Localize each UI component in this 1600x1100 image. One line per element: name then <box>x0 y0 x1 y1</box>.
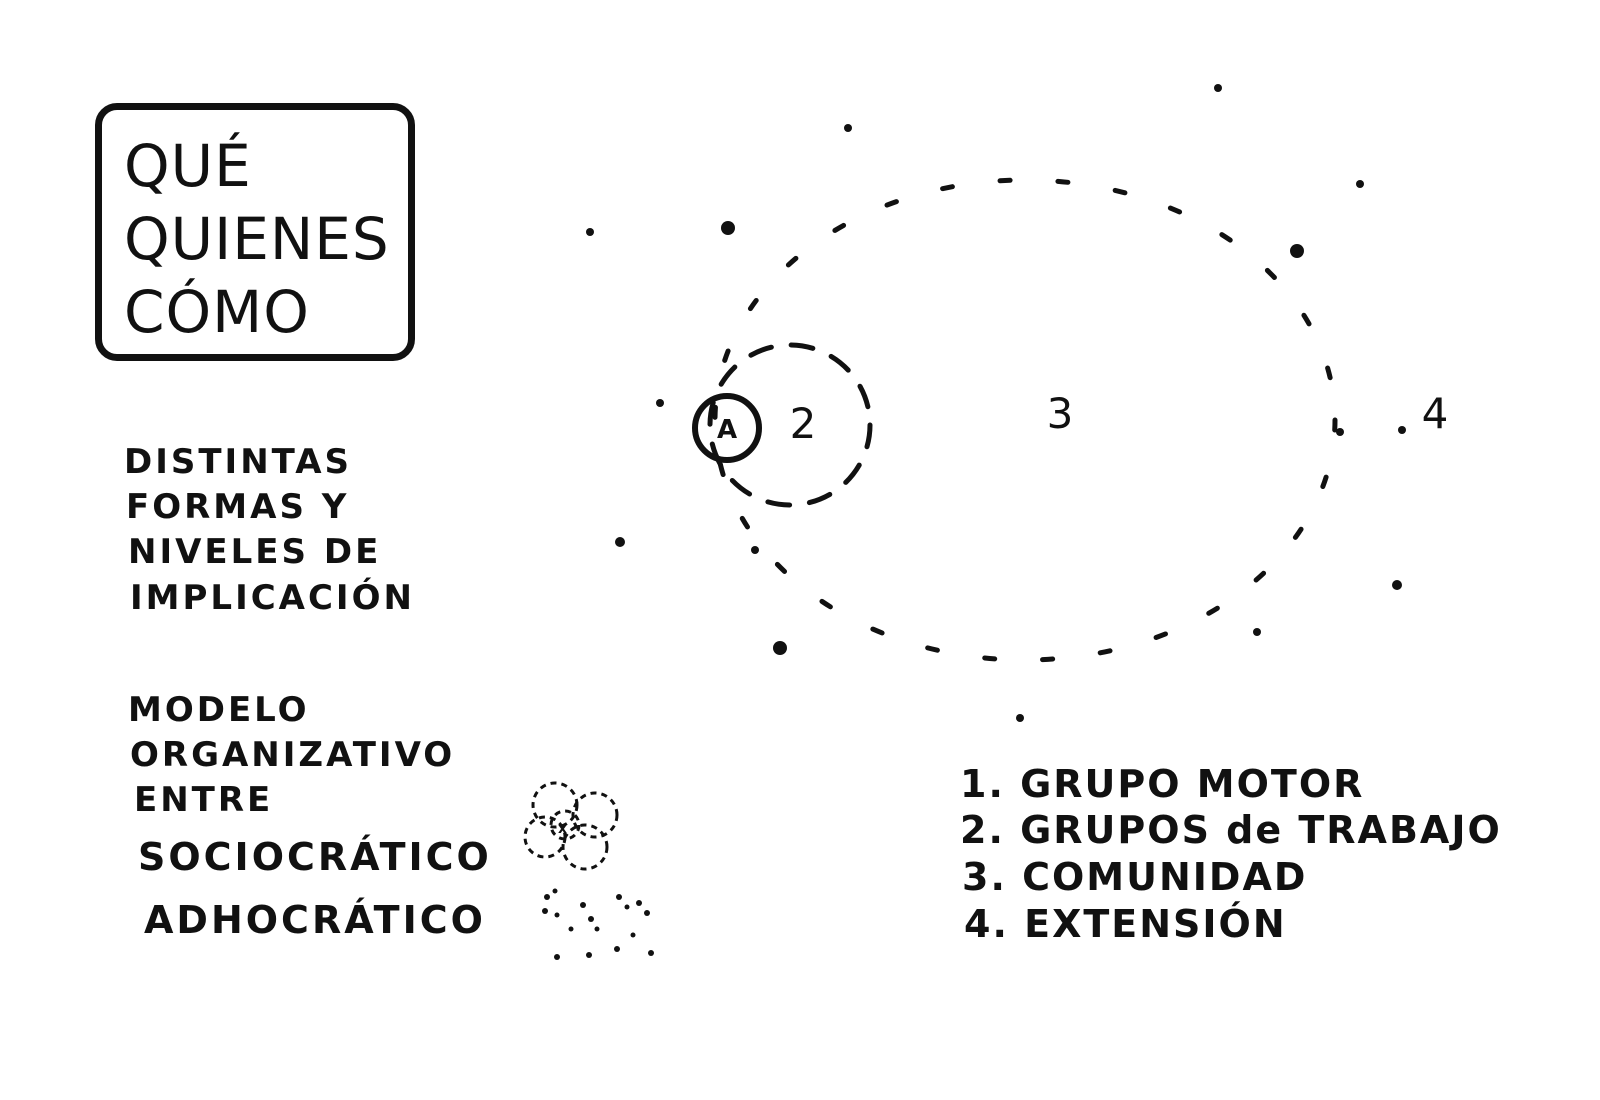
ring-grupos-trabajo <box>707 342 873 508</box>
title-line-como: CÓMO <box>124 278 310 346</box>
svg-text:x: x <box>558 821 567 837</box>
model-line-1: MODELO <box>128 690 310 730</box>
label-ring-2: 2 <box>790 399 817 448</box>
label-center: A <box>717 415 737 445</box>
extension-dots <box>586 84 1406 722</box>
implication-line-1: DISTINTAS <box>124 442 353 482</box>
title-line-quienes: QUIENES <box>124 205 390 273</box>
implication-line-3: NIVELES DE <box>128 532 382 572</box>
implication-line-4: IMPLICACIÓN <box>130 578 415 618</box>
model-option-sociocratico: SOCIOCRÁTICO <box>138 835 492 879</box>
ring-comunidad <box>712 177 1338 663</box>
model-option-adhocratico: ADHOCRÁTICO <box>144 898 486 942</box>
model-line-2: ORGANIZATIVO <box>130 735 456 775</box>
adhocratic-dots-icon <box>542 888 654 960</box>
implication-line-2: FORMAS Y <box>126 487 350 527</box>
title-box: QUÉ QUIENES CÓMO <box>95 103 415 361</box>
ring-grupo-motor <box>692 393 762 463</box>
label-ring-3: 3 <box>1047 389 1074 438</box>
legend-item-grupo-motor: 1. GRUPO MOTOR <box>960 762 1365 806</box>
involvement-diagram: A 2 3 4 <box>586 84 1449 722</box>
model-line-3: ENTRE <box>134 780 274 820</box>
title-line-que: QUÉ <box>124 132 252 200</box>
legend-item-comunidad: 3. COMUNIDAD <box>962 855 1308 899</box>
legend-item-extension: 4. EXTENSIÓN <box>964 902 1287 946</box>
legend-item-grupos-trabajo: 2. GRUPOS de TRABAJO <box>960 808 1502 852</box>
label-ring-4: 4 <box>1422 389 1449 438</box>
sociocratic-cluster-icon: x <box>523 781 619 871</box>
